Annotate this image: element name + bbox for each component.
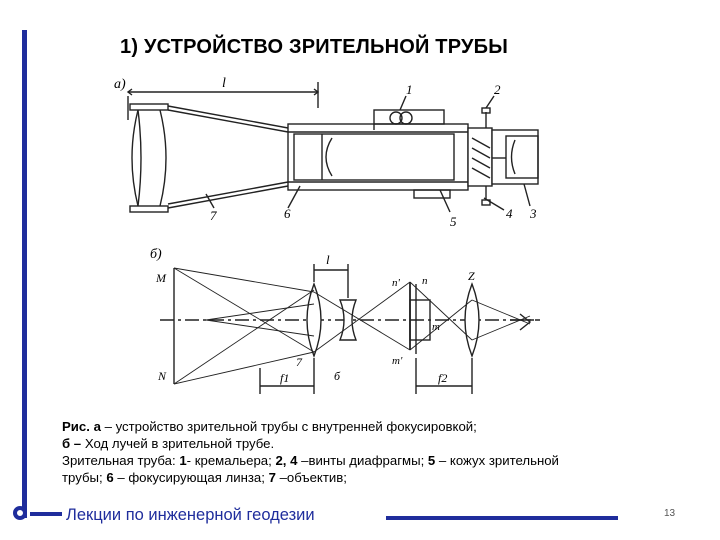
part-label-4: 4 xyxy=(506,206,513,221)
label-n: n xyxy=(422,275,428,287)
slide-title: 1) УСТРОЙСТВО ЗРИТЕЛЬНОЙ ТРУБЫ xyxy=(120,36,509,58)
part-label-2: 2 xyxy=(494,82,501,97)
label-z: Z xyxy=(468,269,475,283)
footer-circle-icon xyxy=(13,506,27,520)
caption-line-4: трубы; 6 – фокусирующая линза; 7 –объект… xyxy=(62,470,347,485)
caption-line-3: Зрительная труба: 1- кремальера; 2, 4 –в… xyxy=(62,453,559,468)
figure-a-dimension-l: l xyxy=(222,76,226,91)
figure-b-label: б) xyxy=(150,247,162,262)
left-accent-bar xyxy=(22,30,27,518)
part-label-5: 5 xyxy=(450,214,457,229)
footer-line-right xyxy=(386,516,618,520)
label-m-prime: m' xyxy=(392,355,403,367)
label-6: б xyxy=(334,369,341,383)
label-n-prime: n' xyxy=(392,277,401,289)
label-f2: f2 xyxy=(438,371,447,385)
caption-line-1: Рис. а – устройство зрительной трубы с в… xyxy=(62,419,477,434)
point-m-label: M xyxy=(155,271,167,285)
figure-b-dimension-l: l xyxy=(326,252,330,267)
label-7: 7 xyxy=(296,355,303,369)
label-m: m xyxy=(432,321,440,333)
label-f1: f1 xyxy=(280,371,289,385)
part-label-7: 7 xyxy=(210,208,217,223)
footer-title: Лекции по инженерной геодезии xyxy=(66,506,315,524)
telescope-diagram: а) l 1 2 3 4 5 6 7 б) M N l n' n m m' Z … xyxy=(114,76,540,394)
page-number: 13 xyxy=(664,508,676,519)
point-n-label: N xyxy=(157,369,167,383)
part-label-3: 3 xyxy=(529,206,537,221)
figure-a-label: а) xyxy=(114,77,126,92)
part-label-1: 1 xyxy=(406,82,413,97)
figure-caption: Рис. а – устройство зрительной трубы с в… xyxy=(62,418,692,486)
footer-line-left xyxy=(30,512,62,516)
caption-line-2: б – Ход лучей в зрительной трубе. xyxy=(62,436,275,451)
part-label-6: 6 xyxy=(284,206,291,221)
